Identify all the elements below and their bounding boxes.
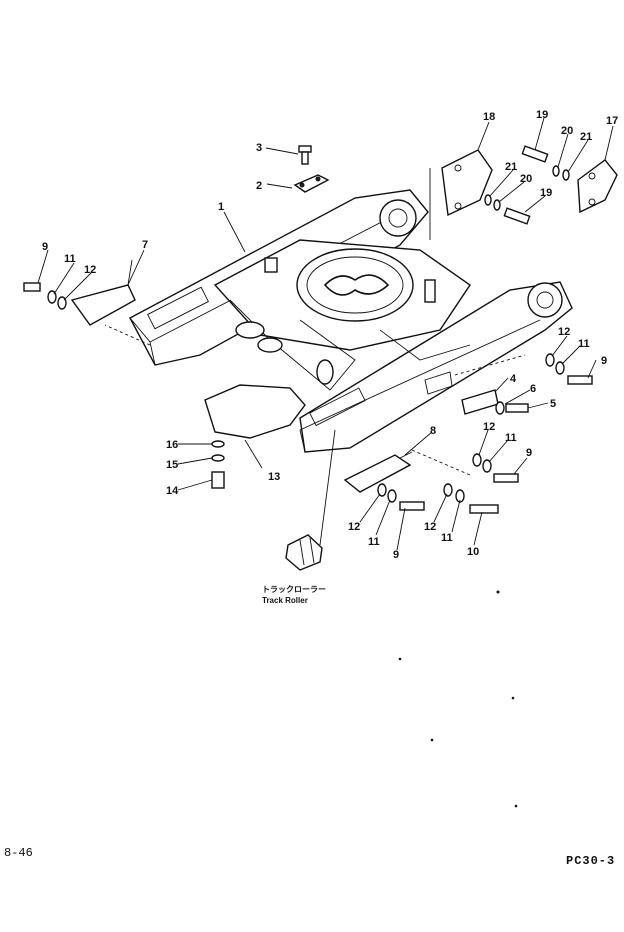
callout-1: 1 (218, 201, 224, 213)
callout-labels: 1 2 3 4 5 6 7 8 9 9 9 9 10 11 11 11 11 1… (42, 109, 618, 561)
track-frame (104, 189, 573, 476)
track-roller-icon (285, 429, 336, 571)
callout-16: 16 (166, 439, 178, 451)
callout-5: 5 (550, 398, 556, 410)
callout-21-mid: 21 (505, 161, 517, 173)
callout-14: 14 (166, 485, 179, 497)
callout-7: 7 (142, 239, 148, 251)
callout-9-right: 9 (601, 355, 607, 367)
callout-9-bottom: 9 (393, 549, 399, 561)
bracket-part-7 (70, 259, 136, 326)
callout-6: 6 (530, 383, 536, 395)
bolts-19-20-21 (484, 145, 570, 225)
callout-19-top: 19 (536, 109, 548, 121)
callout-11-mid: 11 (505, 432, 517, 444)
callout-12-bottom-a: 12 (348, 521, 360, 533)
bolt-part-5-6 (495, 401, 529, 415)
scan-specks (398, 590, 518, 808)
callout-11-left: 11 (64, 253, 76, 265)
callout-3: 3 (256, 142, 262, 154)
callout-11-bottom-b: 11 (441, 532, 453, 544)
bolt-part-3 (298, 145, 312, 165)
track-roller-caption-jp: トラックローラー (262, 584, 326, 594)
bracket-part-8 (343, 451, 413, 493)
callout-9-left: 9 (42, 241, 48, 253)
callout-11-bottom-a: 11 (368, 536, 380, 548)
bolts-bottom-9-10-11-12 (377, 483, 499, 514)
callout-12-left: 12 (84, 264, 96, 276)
bracket-part-2 (293, 174, 330, 193)
bolt-washers-left (23, 282, 67, 310)
callout-11-right: 11 (578, 338, 590, 350)
callout-2: 2 (256, 180, 262, 192)
callout-12-bottom-b: 12 (424, 521, 436, 533)
callout-9-mid: 9 (526, 447, 532, 459)
callout-17: 17 (606, 115, 618, 127)
plate-part-18 (429, 149, 493, 240)
plate-part-17 (577, 159, 618, 214)
callout-12-mid: 12 (483, 421, 495, 433)
bolt-washers-14-16 (211, 440, 225, 489)
callout-20-mid: 20 (520, 173, 532, 185)
callout-20-top: 20 (561, 125, 573, 137)
callout-21-top: 21 (580, 131, 592, 143)
track-roller-caption-en: Track Roller (262, 596, 308, 605)
callout-10: 10 (467, 546, 479, 558)
callout-15: 15 (166, 459, 178, 471)
callout-19-mid: 19 (540, 187, 552, 199)
page-number: 8-46 (4, 846, 33, 860)
bolts-right-9-11-12 (472, 353, 593, 483)
document-code: PC30-3 (566, 854, 616, 868)
callout-13: 13 (268, 471, 280, 483)
callout-leaders (37, 117, 614, 551)
callout-18: 18 (483, 111, 495, 123)
callout-4: 4 (510, 373, 517, 385)
callout-8: 8 (430, 425, 436, 437)
cover-part-13 (204, 384, 306, 469)
callout-12-right: 12 (558, 326, 570, 338)
